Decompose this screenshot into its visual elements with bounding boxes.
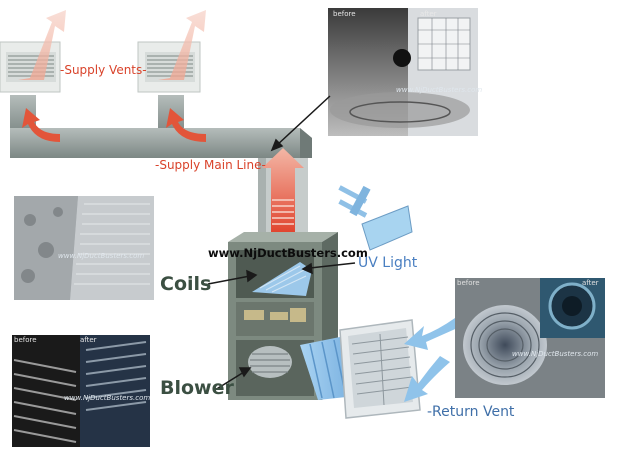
supply-vent-right: [137, 41, 201, 93]
duct-airflow-arrow-right: [166, 108, 206, 142]
photo-return-before-tag: before: [457, 279, 480, 287]
return-vent-label: -Return Vent: [427, 404, 515, 420]
supply-main-line-label: -Supply Main Line-: [155, 158, 266, 172]
photo-blower: [12, 335, 150, 447]
website-label: www.NjDuctBusters.com: [208, 246, 368, 260]
supply-vents-label: -Supply Vents-: [60, 63, 147, 77]
return-airflow-arrow-lower: [404, 356, 450, 402]
uv-light-device: [338, 185, 413, 251]
supply-vent-left: [0, 41, 61, 93]
vent-airflow-arrow-right: [158, 10, 206, 80]
photo-blower-watermark: www.NjDuctBusters.com: [64, 394, 151, 402]
uv-light-label: UV Light: [358, 255, 418, 271]
blower-label: Blower: [160, 377, 234, 399]
photo-blower-after-tag: after: [80, 336, 97, 344]
photo-return-after-tag: after: [582, 279, 599, 287]
photo-top-before-tag: before: [333, 10, 356, 18]
photo-top-watermark: www.NjDuctBusters.com: [396, 86, 483, 94]
photo-blower-before-tag: before: [14, 336, 37, 344]
duct-airflow-arrow-left: [22, 108, 60, 142]
photo-return-duct: [455, 278, 605, 398]
coils-label: Coils: [160, 273, 212, 295]
photo-return-watermark: www.NjDuctBusters.com: [512, 350, 599, 358]
evaporator-coil: [252, 262, 312, 296]
pointer-arrows: [207, 95, 356, 391]
photo-duct-before-after-top: [328, 8, 478, 136]
photo-coils: [14, 196, 154, 300]
vent-airflow-arrow-left: [18, 10, 66, 80]
blower-wheel: [248, 346, 292, 378]
photo-coils-watermark: www.NjDuctBusters.com: [58, 252, 145, 260]
return-airflow-arrow-upper: [404, 318, 462, 350]
return-vent-grille: [339, 319, 421, 419]
photo-top-after-tag: after: [420, 10, 437, 18]
main-airflow-arrow: [262, 148, 304, 236]
